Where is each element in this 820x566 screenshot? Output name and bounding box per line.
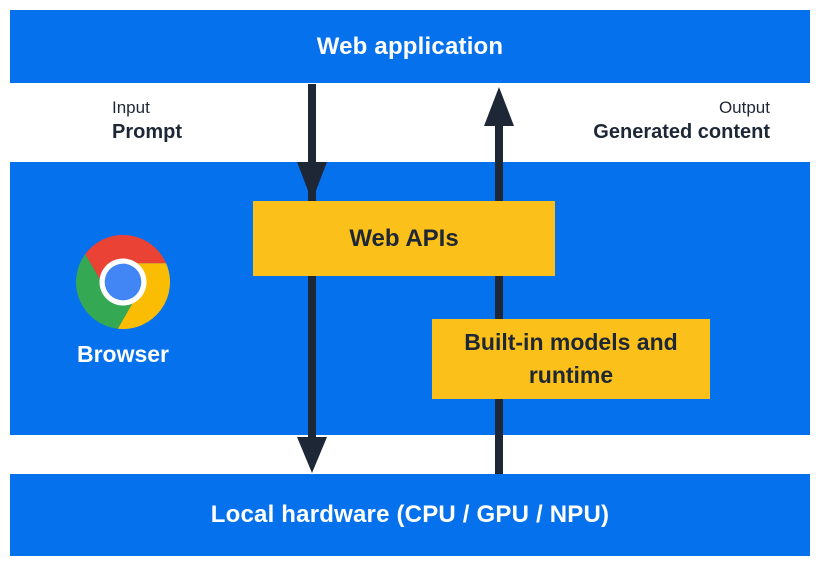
- web-apis-label: Web APIs: [349, 224, 459, 252]
- builtin-models-label: Built-in models and runtime: [464, 329, 678, 388]
- output-value: Generated content: [593, 121, 770, 143]
- web-application-band: Web application: [10, 10, 810, 83]
- input-flow-label: Input Prompt: [112, 97, 182, 145]
- browser-label: Browser: [76, 341, 170, 367]
- chrome-logo-icon: [76, 235, 170, 329]
- local-hardware-band: Local hardware (CPU / GPU / NPU): [10, 474, 810, 556]
- local-hardware-label: Local hardware (CPU / GPU / NPU): [210, 501, 610, 528]
- web-apis-box: Web APIs: [253, 201, 555, 276]
- input-caption: Input: [112, 98, 150, 117]
- output-flow-label: Output Generated content: [593, 97, 770, 145]
- output-caption: Output: [718, 98, 770, 117]
- input-value: Prompt: [112, 121, 182, 143]
- builtin-models-box: Built-in models and runtime: [432, 319, 710, 399]
- web-application-label: Web application: [316, 32, 504, 60]
